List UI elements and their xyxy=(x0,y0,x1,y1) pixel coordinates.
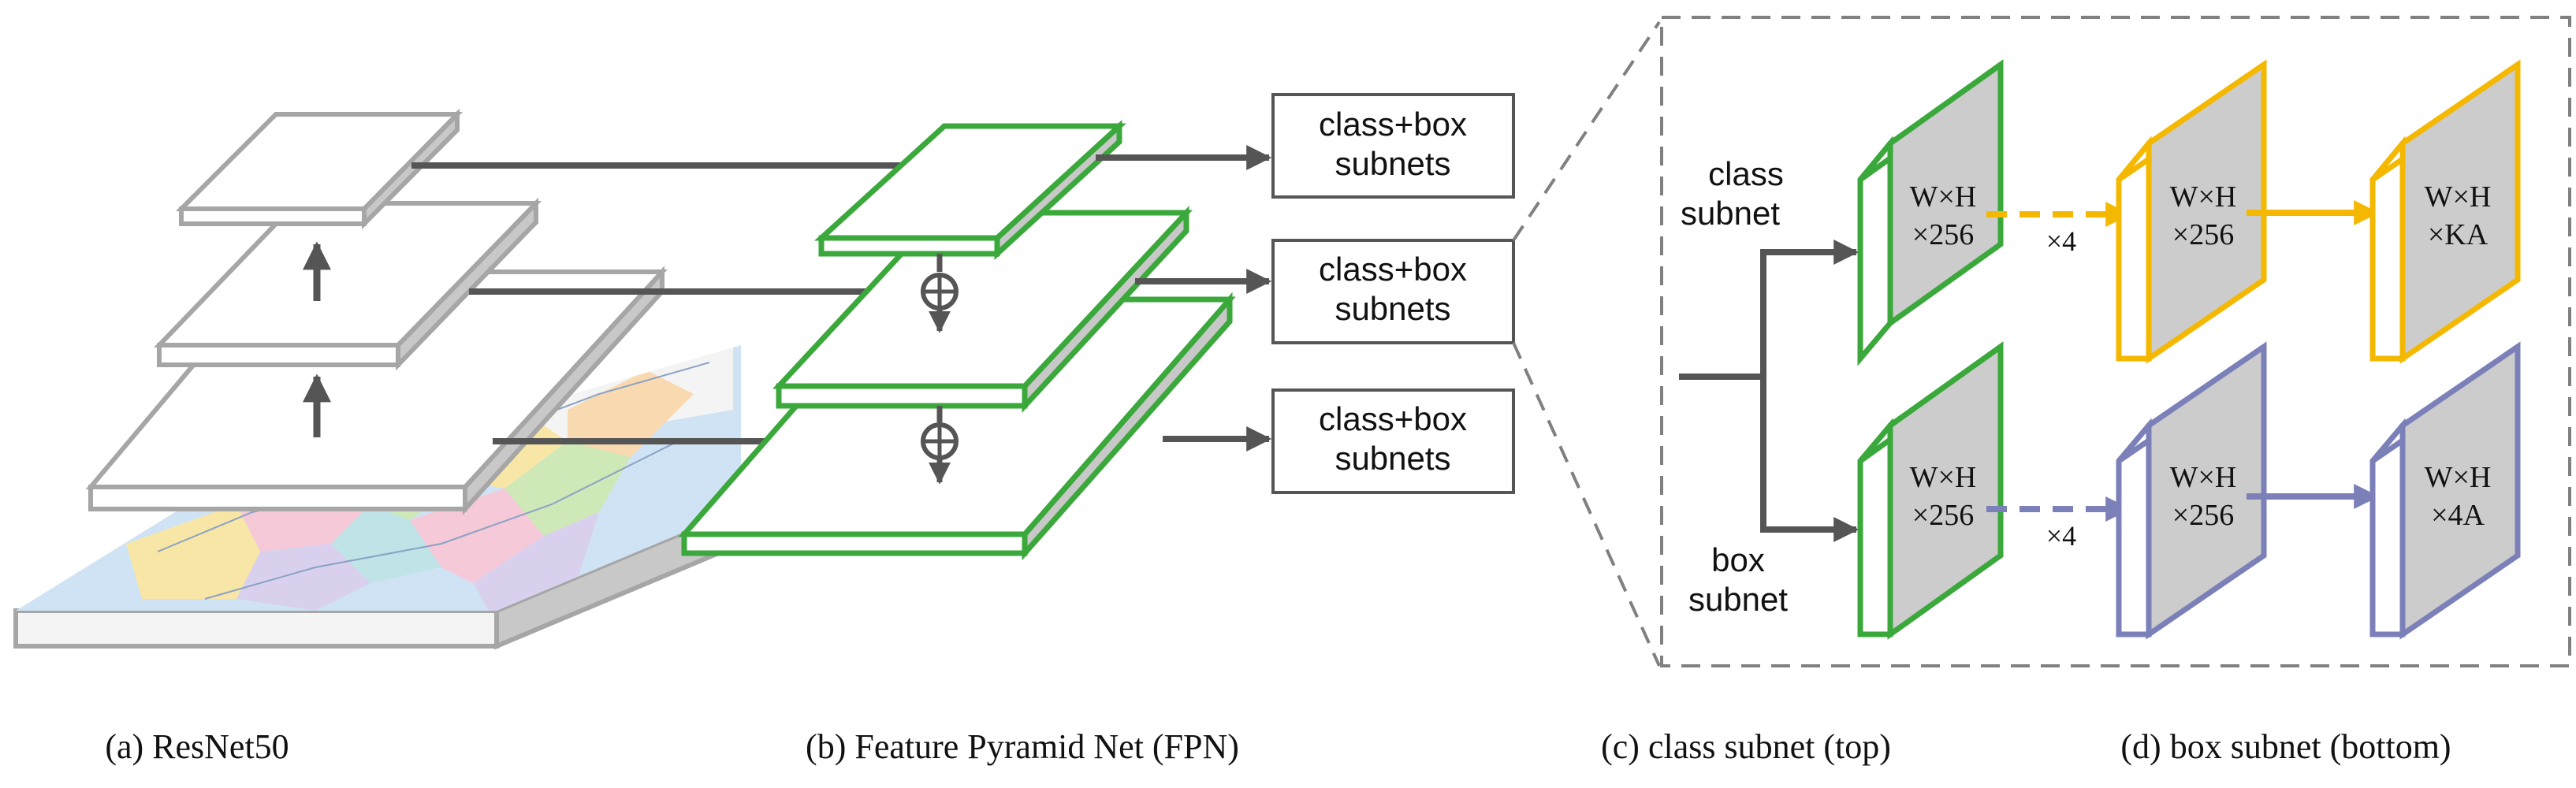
class-middle-dim-line1: W×H xyxy=(2170,180,2237,214)
subnet-detail-frame xyxy=(1660,16,2571,667)
box-first-dim-line2: ×256 xyxy=(1912,499,1974,532)
class-first-dim-line1: W×H xyxy=(1910,180,1977,214)
subnet-detail: class subnet box subnet W×H ×256 ×4 W×H … xyxy=(1679,59,2521,640)
subnet-box-3: class+box subnets xyxy=(1271,388,1515,494)
box-output-dim-line2: ×4A xyxy=(2431,499,2485,532)
box-middle-dim-line2: ×256 xyxy=(2172,499,2234,532)
p3-front xyxy=(681,531,1028,556)
fpn-outputs: class+box subnets class+box subnets clas… xyxy=(1096,93,1515,494)
box-head-first-block: W×H ×256 xyxy=(1857,341,2004,640)
caption-box-subnet: (d) box subnet (bottom) xyxy=(2120,727,2451,766)
branch-to-box xyxy=(1760,377,1859,542)
box-subnet-label-line1: box xyxy=(1711,541,1765,578)
input-image-front xyxy=(13,608,499,649)
c3-front xyxy=(88,485,467,511)
class-output-dim-line1: W×H xyxy=(2425,180,2492,214)
subnet-box-2: class+box subnets xyxy=(1271,239,1515,344)
resnet-backbone xyxy=(13,108,743,650)
class-middle-dim-line2: ×256 xyxy=(2172,218,2234,251)
fpn-pyramid xyxy=(678,120,1236,561)
box-output-dim-line1: W×H xyxy=(2425,461,2492,494)
p4-top xyxy=(772,210,1193,389)
box-repeat-label: ×4 xyxy=(2046,520,2076,552)
c4-front xyxy=(157,343,400,367)
caption-class-subnet: (c) class subnet (top) xyxy=(1601,727,1891,766)
c5-top xyxy=(175,112,463,211)
zoom-connectors xyxy=(1512,16,2571,667)
box-head-output-block: W×H ×4A xyxy=(2369,341,2521,640)
class-subnet-label-line2: subnet xyxy=(1681,195,1780,232)
class-head-output-block: W×H ×KA xyxy=(2369,59,2521,364)
class-output-dim-line2: ×KA xyxy=(2428,218,2489,251)
fpn-level-p4 xyxy=(772,206,1193,413)
box-middle-dim-line1: W×H xyxy=(2170,461,2237,494)
fpn-level-p3 xyxy=(678,292,1236,561)
captions: (a) ResNet50 (b) Feature Pyramid Net (FP… xyxy=(105,727,2451,766)
box-head-middle-block: W×H ×256 xyxy=(2116,341,2267,640)
class-head-middle-block: W×H ×256 xyxy=(2116,59,2267,364)
class-head-first-block: W×H ×256 xyxy=(1857,59,2004,366)
p5-top xyxy=(813,123,1127,241)
subnet-box-2-line1: class+box xyxy=(1319,251,1467,288)
subnet-box-1-line2: subnets xyxy=(1335,145,1450,182)
subnet-box-2-line2: subnets xyxy=(1335,290,1450,327)
subnet-box-1-line1: class+box xyxy=(1319,106,1467,143)
p4-front xyxy=(776,383,1028,409)
box-first-dim-line1: W×H xyxy=(1910,461,1977,494)
subnet-box-3-line2: subnets xyxy=(1335,440,1450,477)
merge-node-p3 xyxy=(921,422,959,460)
class-first-dim-line2: ×256 xyxy=(1912,218,1974,251)
merge-node-p4 xyxy=(921,273,959,310)
zoom-line-top xyxy=(1512,20,1661,242)
box-subnet-label-line2: subnet xyxy=(1688,581,1788,618)
zoom-line-bottom xyxy=(1512,342,1661,667)
resnet-stage-c5 xyxy=(175,108,463,230)
subnet-box-1: class+box subnets xyxy=(1271,93,1515,199)
resnet-stage-c4 xyxy=(153,197,542,371)
c4-top xyxy=(153,201,542,348)
branch-to-class xyxy=(1760,240,1859,377)
fpn-level-p5 xyxy=(813,120,1127,260)
caption-resnet: (a) ResNet50 xyxy=(105,727,288,766)
class-repeat-label: ×4 xyxy=(2046,225,2076,257)
class-subnet-label-line1: class xyxy=(1708,155,1784,192)
caption-fpn: (b) Feature Pyramid Net (FPN) xyxy=(806,727,1239,766)
subnet-box-3-line1: class+box xyxy=(1319,400,1467,437)
